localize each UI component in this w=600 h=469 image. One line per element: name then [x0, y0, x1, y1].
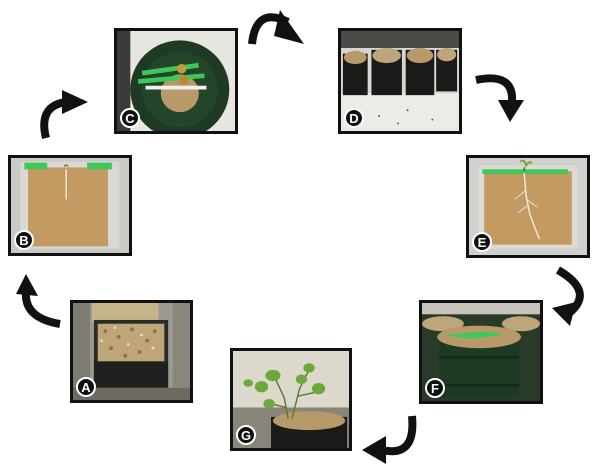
panel-c-label: C	[120, 108, 140, 128]
curved-arrow-icon-c-to-d	[246, 2, 306, 48]
panel-g: G	[230, 348, 352, 451]
panel-g-label: G	[236, 425, 256, 445]
panel-f: F	[419, 300, 543, 404]
curved-arrow-icon-e-to-f	[550, 266, 600, 326]
panel-c: C	[114, 28, 238, 134]
panel-c-photo	[117, 31, 235, 131]
panel-e-photo	[469, 158, 587, 255]
panel-d-label: D	[344, 108, 364, 128]
curved-arrow-icon-d-to-e	[472, 66, 526, 124]
curved-arrow-icon-b-to-c	[32, 90, 90, 142]
panel-e: E	[466, 155, 590, 258]
panel-a: A	[70, 300, 193, 403]
panel-e-label: E	[472, 232, 492, 252]
panel-a-label: A	[76, 377, 96, 397]
curved-arrow-icon-a-to-b	[16, 270, 68, 328]
panel-b: B	[8, 155, 132, 256]
panel-a-photo	[73, 303, 190, 400]
panel-f-label: F	[425, 378, 445, 398]
panel-d: D	[338, 28, 462, 134]
panel-b-label: B	[14, 230, 34, 250]
curved-arrow-icon-f-to-g	[360, 412, 420, 466]
